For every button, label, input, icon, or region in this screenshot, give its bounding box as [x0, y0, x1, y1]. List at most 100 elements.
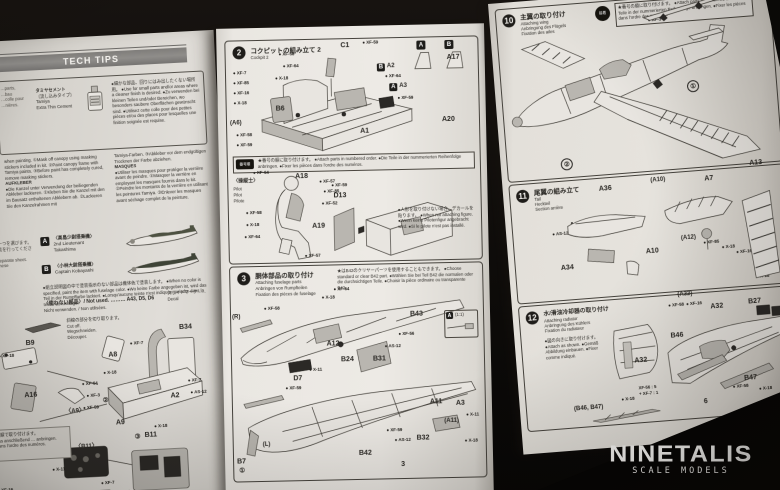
part-label: A32 [710, 302, 724, 311]
order-note-text: ★番号の順に取り付けます。 ●Attach parts in numbered … [257, 153, 462, 169]
headrest-parts [414, 51, 464, 70]
paint-callout: X-18 [246, 222, 259, 227]
tech-tips-title: TECH TIPS [62, 53, 120, 67]
aircraft-profile-b [127, 253, 200, 274]
legend-box: …の順で取り付けます。 …das anschließend … anbringe… [0, 425, 72, 463]
paint-callout: XF-58 [246, 210, 262, 215]
part-label: A11 [429, 398, 443, 406]
paint-callout: XF-7 [233, 70, 247, 75]
decal-note: スライドマーク…… Decal [167, 288, 206, 302]
paint-callout: X-18 [621, 396, 635, 402]
gun-box-a-tag: A [446, 311, 454, 320]
paint-callout: XF-59 [83, 404, 99, 410]
figure-note: ●人形を取り付けない場合、デカールを貼ります。 ●When not attach… [397, 205, 474, 229]
part-label: A13 [749, 158, 763, 167]
part-label: A8 [108, 351, 118, 359]
paint-callout: X-18 [154, 423, 168, 429]
circled-number: ③ [134, 433, 141, 441]
cockpit-parts-diagram [1, 328, 203, 490]
part-label: B32 [416, 434, 430, 442]
page-number: 3 [401, 460, 406, 469]
order-badge: 番号順 [235, 159, 254, 170]
part-label: B24 [340, 356, 354, 364]
paint-callout: X-11 [52, 466, 65, 472]
fuselage-right-half [239, 299, 465, 374]
aircraft-assembly [512, 24, 761, 159]
part-label: B7 [237, 458, 247, 466]
cement-bottle-icon [87, 85, 103, 111]
paint-callout: XF-64 [253, 170, 269, 175]
version-b-box: B [444, 39, 454, 50]
gun-cover-strip [642, 0, 716, 22]
part-label: B42 [358, 449, 372, 457]
part-label: A18 [295, 172, 309, 181]
marking-a-box: A [40, 236, 50, 247]
part-label: (A11) [444, 417, 460, 425]
paint-callout: XF-59 [331, 182, 347, 187]
aircraft-profile-a [125, 225, 198, 246]
pilot-label-de: Pilot [233, 192, 242, 198]
part-label: B34 [178, 323, 193, 332]
cement-label: タミヤセメント （流し込みタイプ） Tamiya Extra Thin Ceme… [35, 86, 75, 110]
cement-note: ●細かな部品、回りにはみ出したくない場所用。 ●Use for small pa… [111, 76, 200, 126]
part-label: (A6) [229, 120, 242, 127]
cockpit-module-d13 [333, 202, 453, 256]
pilot-label-fr: Pilote [233, 198, 245, 204]
paint-callout: XF-59 [386, 427, 402, 432]
tail-parts-diagram [567, 190, 780, 279]
pilot-label-en: Pilot [233, 186, 242, 192]
part-label: 〈B11〉 [75, 443, 99, 451]
paint-callout: X-18 [759, 385, 773, 391]
part-label: D13 [333, 192, 347, 200]
gun-drawing [447, 323, 474, 330]
gun-scale-label: (1:1) [455, 311, 464, 317]
paint-callout: XF-58 [236, 132, 252, 137]
tech-tips-box: …parts, …bau …colle pour …nières. タミヤセメン… [0, 70, 208, 156]
part-label: (A32) [677, 290, 693, 299]
paint-callout: XF-58 [264, 306, 280, 311]
part-label: (A10) [650, 176, 666, 184]
paint-callout: X-18 [234, 100, 246, 105]
part-label: A17 [446, 53, 460, 62]
part-label: B6 [275, 105, 285, 113]
intake-strip [592, 409, 661, 423]
paint-callout: X-18 [465, 437, 478, 442]
part-label: A16 [24, 391, 38, 400]
paint-callout: XF-7 [188, 377, 202, 383]
fuselage-left-half [243, 381, 477, 457]
middle-page: 2 コクピットの組み立て 2 Cockpit 2 A B A17 B A2 XF… [216, 23, 494, 490]
paint-mix-note: XF-56 : 5 + XF-7 : 1 [638, 383, 659, 396]
paint-callout: XF-64 [244, 234, 260, 239]
paint-callout: XF-56 [398, 331, 414, 336]
paint-callout: XF-64 [82, 380, 98, 386]
part-label: C1 [340, 42, 350, 50]
part-label: A9 [115, 419, 126, 427]
version-a-box: A [416, 40, 426, 50]
part-label: B31 [372, 355, 386, 363]
part-label: B43 [409, 310, 423, 318]
paint-callout: X-18 [322, 294, 334, 299]
part-label: A2 [170, 392, 180, 400]
watermark-brand: NINETALIS [609, 441, 753, 467]
paint-callout: AS-12 [190, 389, 207, 395]
paint-callout: XF-59 [362, 39, 378, 44]
part-label: D7 [293, 375, 303, 383]
pilot-label-jp: 〈操縦士〉 [233, 178, 259, 185]
paint-callout: X-11 [309, 367, 322, 372]
part-label: A1 [360, 127, 370, 135]
part-label: A7 [704, 174, 714, 183]
radiator-belly-diagram [667, 304, 780, 389]
watermark-tagline: SCALE MODELS [632, 466, 730, 476]
paint-callout: XF-18 [0, 353, 14, 359]
gun-scale-box: A (1:1) [443, 309, 479, 339]
circled-number: ① [239, 467, 246, 475]
paint-callout: XF-16 [233, 90, 249, 95]
paint-callout: X-18 [103, 369, 117, 375]
part-label: A19 [312, 222, 326, 230]
marking-b-box: B [41, 264, 52, 275]
part-label: B11 [144, 431, 158, 440]
b42-note: ★はB42のクリヤーパーツを使用することもできます。 ●Choose stand… [337, 265, 474, 291]
watermark: NINETALIS SCALE MODELS [588, 440, 774, 476]
part-label: A32 [634, 356, 648, 365]
